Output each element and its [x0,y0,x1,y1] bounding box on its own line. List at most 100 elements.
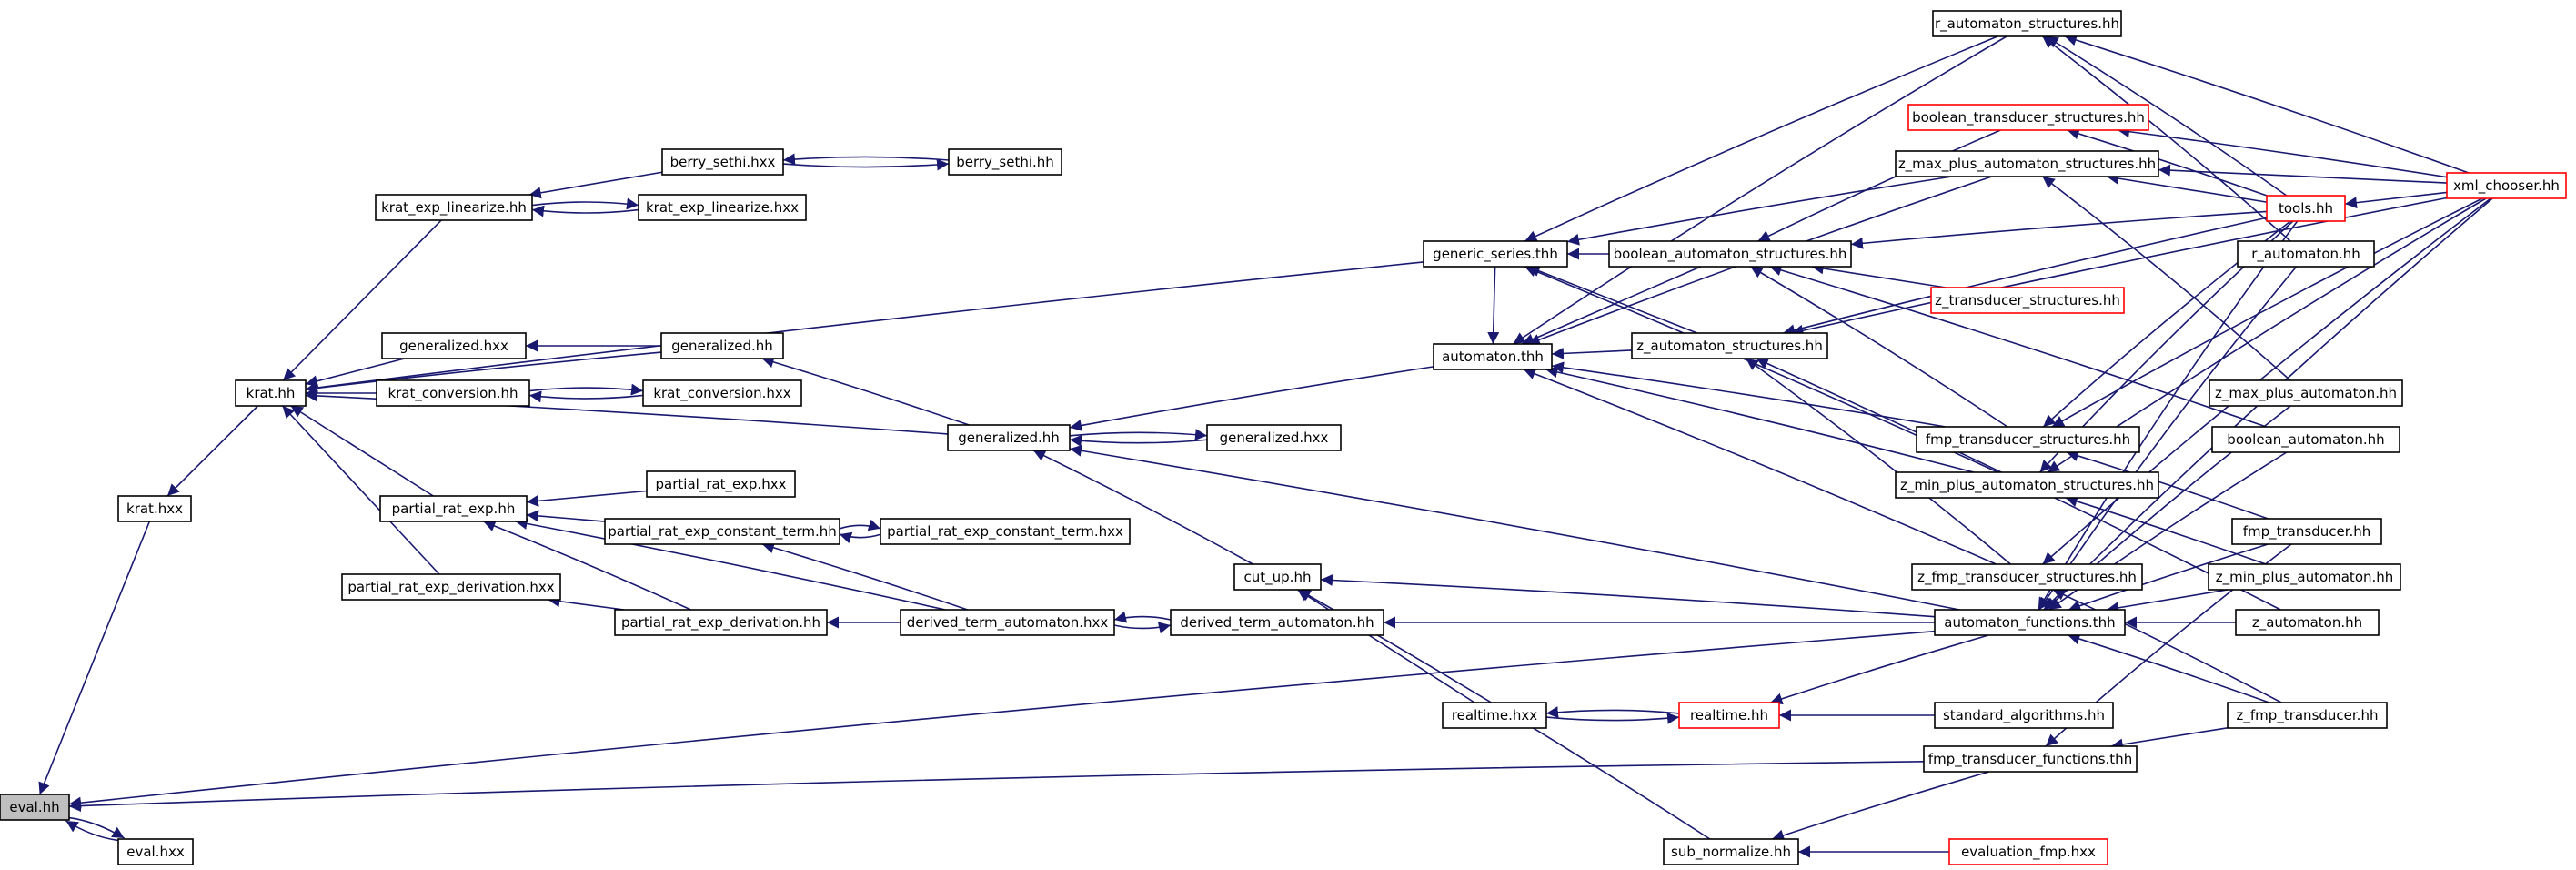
node-label: krat.hh [247,385,296,401]
node-dta-hxx[interactable]: derived_term_automaton.hxx [900,609,1115,636]
node-r-automaton-hh[interactable]: r_automaton.hh [2237,240,2375,268]
node-realtime-hh[interactable]: realtime.hh [1678,702,1780,729]
node-standard-algorithms-hh[interactable]: standard_algorithms.hh [1934,702,2114,729]
node-dta-hh[interactable]: derived_term_automaton.hh [1170,609,1384,636]
node-label: automaton.thh [1442,349,1544,365]
node-z-automaton-structures-hh[interactable]: z_automaton_structures.hh [1631,332,1828,359]
node-prect-hxx[interactable]: partial_rat_exp_constant_term.hxx [880,518,1131,545]
edge-z-automaton-structures-hh-to-automaton-thh [1551,347,1633,359]
edge-pred-hxx-to-krat-hh [281,405,440,575]
node-label: eval.hh [9,799,59,815]
node-label: derived_term_automaton.hxx [907,614,1109,632]
node-fmp-transducer-hh[interactable]: fmp_transducer.hh [2231,518,2382,545]
edge-z-fmp-transducer-hh-to-z-fmp-transducer-structures-hh [2052,589,2282,703]
edge-r-automaton-hh-to-automaton-functions-thh [2038,266,2298,611]
node-partial-rat-exp-hh[interactable]: partial_rat_exp.hh [379,495,528,522]
node-eval-hh[interactable]: eval.hh [0,794,70,821]
edge-automaton-thh-to-generalized-hh-b [1069,366,1434,431]
edge-tools-hh-to-z-max-plus-automaton-structures-hh [2106,172,2268,203]
node-pred-hh[interactable]: partial_rat_exp_derivation.hh [614,609,828,636]
edge-xml-chooser-hh-to-z-automaton-structures-hh [1791,197,2448,337]
node-generalized-hh-a[interactable]: generalized.hh [660,332,784,359]
node-box [1932,10,2122,37]
node-box [1433,343,1553,370]
node-sub-normalize-hh[interactable]: sub_normalize.hh [1663,838,1799,865]
edge-tools-hh-to-automaton-functions-thh [2038,220,2299,611]
node-fmp-transducer-functions-thh[interactable]: fmp_transducer_functions.thh [1923,745,2138,773]
node-box [2231,518,2382,545]
node-box [2237,240,2375,268]
node-cut-up-hh[interactable]: cut_up.hh [1233,563,1322,591]
node-z-transducer-structures-hh[interactable]: z_transducer_structures.hh [1930,287,2125,314]
node-label: generalized.hxx [1220,430,1329,446]
edge-berry-sethi-hxx-to-berry-sethi [782,158,950,171]
node-label: z_transducer_structures.hh [1935,292,2120,309]
node-label: z_automaton_structures.hh [1636,338,1823,355]
node-box [642,379,802,407]
node-z-max-plus-automaton-hh[interactable]: z_max_plus_automaton.hh [2209,379,2403,407]
node-box [604,518,840,545]
edge-krat-exp-linearize-hxx-to-krat-exp-linearize-hh [531,205,639,218]
node-z-fmp-transducer-structures-hh[interactable]: z_fmp_transducer_structures.hh [1911,563,2143,591]
edge-tools-hh-to-boolean-automaton-structures-hh [1850,210,2268,249]
node-label: r_automaton.hh [2251,246,2360,263]
node-partial-rat-exp-hxx[interactable]: partial_rat_exp.hxx [646,470,796,498]
node-z-fmp-transducer-hh[interactable]: z_fmp_transducer.hh [2227,702,2388,729]
node-fmp-transducer-structures-hh[interactable]: fmp_transducer_structures.hh [1916,426,2140,453]
node-krat-hxx[interactable]: krat.hxx [117,495,192,522]
node-z-min-plus-automaton-hh[interactable]: z_min_plus_automaton.hh [2208,563,2401,591]
node-box [1895,471,2159,499]
node-label: z_fmp_transducer_structures.hh [1917,569,2137,586]
node-boolean-transducer-structures-hh[interactable]: boolean_transducer_structures.hh [1907,104,2149,131]
node-generalized-hxx-b[interactable]: generalized.hxx [1206,424,1342,451]
node-automaton-functions-thh[interactable]: automaton_functions.thh [1934,609,2126,636]
node-boolean-automaton-hh[interactable]: boolean_automaton.hh [2211,426,2400,453]
node-automaton-thh[interactable]: automaton.thh [1433,343,1553,370]
edge-eval-hh-to-eval-hxx [68,816,125,839]
node-eval-hxx[interactable]: eval.hxx [117,838,194,865]
edge-z-min-plus-automaton-hh-to-automaton-functions-thh [2106,589,2229,614]
node-boolean-automaton-structures-hh[interactable]: boolean_automaton_structures.hh [1608,240,1852,268]
node-label: boolean_automaton_structures.hh [1614,246,1847,263]
edge-generalized-hh-a-to-krat-hh [305,351,662,394]
edge-z-min-plus-automaton-hh-to-z-min-plus-automaton-structures-hh [2065,495,2267,565]
node-krat-conversion-hxx[interactable]: krat_conversion.hxx [642,379,802,407]
node-generalized-hxx-a[interactable]: generalized.hxx [381,332,527,359]
node-box [1934,702,2114,729]
node-berry-sethi[interactable]: berry_sethi.hh [948,148,1062,176]
node-realtime-hxx[interactable]: realtime.hxx [1442,702,1547,729]
node-label: z_automaton.hh [2252,614,2362,632]
node-prect-hh[interactable]: partial_rat_exp_constant_term.hh [604,518,840,545]
node-box [381,332,527,359]
edge-berry-sethi-hxx-to-krat-exp-linearize-hh [528,171,663,199]
node-box [948,148,1062,176]
node-generalized-hh-b[interactable]: generalized.hh [947,424,1071,451]
node-z-automaton-hh[interactable]: z_automaton.hh [2235,609,2380,636]
node-krat-hh[interactable]: krat.hh [235,379,307,407]
node-r-automaton-structures-hh[interactable]: r_automaton_structures.hh [1932,10,2122,37]
node-xml-chooser-hh[interactable]: xml_chooser.hh [2446,172,2567,199]
node-label: fmp_transducer_functions.thh [1928,751,2132,768]
edge-dta-hh-to-dta-hxx [1113,611,1172,623]
node-pred-hxx[interactable]: partial_rat_exp_derivation.hxx [341,573,561,601]
node-generic-series-thh[interactable]: generic_series.thh [1423,240,1568,268]
node-label: z_min_plus_automaton.hh [2216,569,2394,586]
node-box [661,148,784,176]
node-box [375,194,533,221]
edge-krat-hh-to-krat-hxx [166,405,259,497]
node-z-max-plus-automaton-structures-hh[interactable]: z_max_plus_automaton_structures.hh [1895,150,2159,177]
node-evaluation-fmp-hxx[interactable]: evaluation_fmp.hxx [1948,838,2108,865]
node-z-min-plus-automaton-structures-hh[interactable]: z_min_plus_automaton_structures.hh [1895,471,2159,499]
node-krat-exp-linearize-hxx[interactable]: krat_exp_linearize.hxx [638,194,807,221]
edge-fmp-transducer-structures-hh-to-automaton-thh [1551,361,1947,428]
node-box [2227,702,2388,729]
node-box [660,332,784,359]
node-box [2446,172,2567,199]
edge-r-automaton-structures-hh-to-automaton-thh [1513,35,2007,345]
node-berry-sethi-hxx[interactable]: berry_sethi.hxx [661,148,784,176]
node-label: r_automaton_structures.hh [1935,15,2119,33]
node-tools-hh[interactable]: tools.hh [2266,195,2346,222]
edge-automaton-functions-thh-to-cut-up-hh [1320,574,1936,618]
node-krat-conversion-hh[interactable]: krat_conversion.hh [376,379,530,407]
node-krat-exp-linearize-hh[interactable]: krat_exp_linearize.hh [375,194,533,221]
